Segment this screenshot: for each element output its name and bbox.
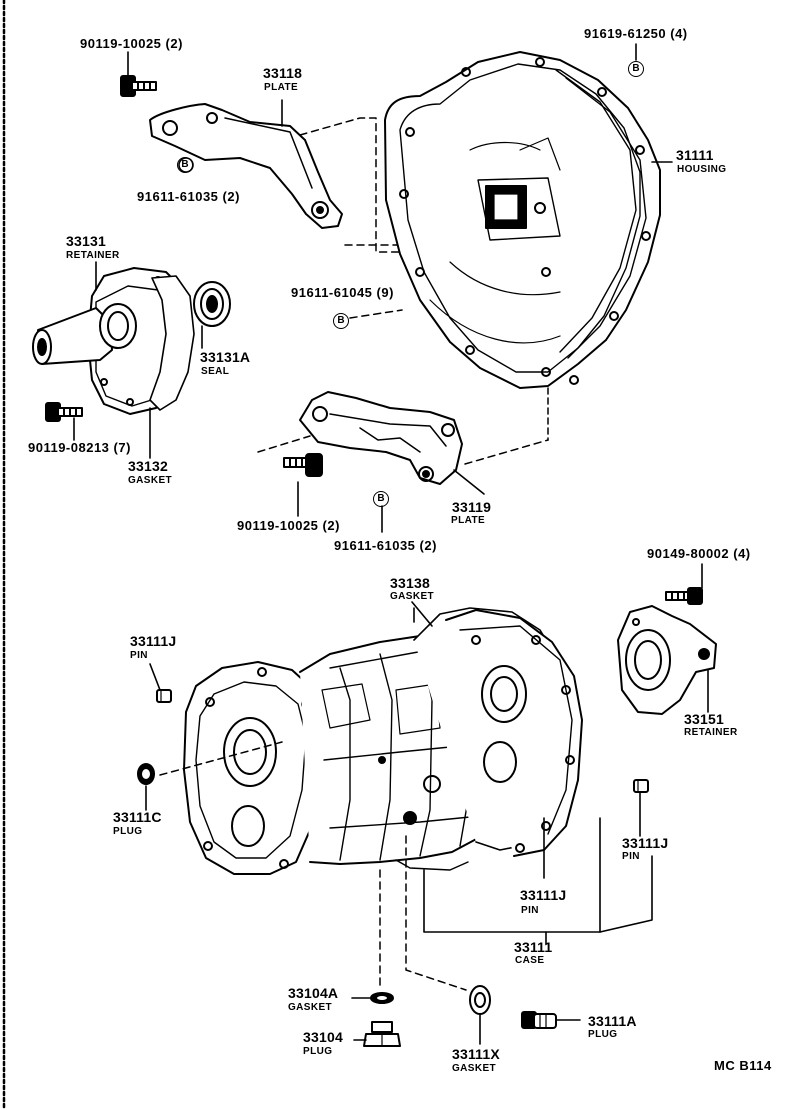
label-90119-10025-mid: 90119-10025 (2): [237, 518, 340, 533]
figure-code: MC B114: [714, 1058, 772, 1073]
label-91619-61250: 91619-61250 (4): [584, 26, 688, 41]
oil-seal-33131A-icon: [193, 281, 231, 327]
label-33111X: 33111X: [452, 1046, 500, 1062]
label-gasket-33104A: GASKET: [288, 1002, 333, 1013]
label-33111C: 33111C: [113, 809, 162, 825]
label-90149-80002: 90149-80002 (4): [647, 546, 751, 561]
label-plate-33119: PLATE: [451, 515, 486, 526]
label-33111A: 33111A: [588, 1013, 637, 1029]
dowel-pin-33111J-icon: [633, 779, 649, 793]
washer-b-mark: B: [333, 313, 349, 329]
label-90119-10025-top: 90119-10025 (2): [80, 36, 183, 51]
alignment-lines: [159, 741, 467, 991]
label-91611-61035-top: 91611-61035 (2): [137, 189, 240, 204]
label-33118: 33118: [263, 65, 303, 81]
label-33111J-left: 33111J: [130, 633, 177, 649]
label-plug-33111C: PLUG: [113, 826, 143, 837]
label-gasket-33138: GASKET: [390, 591, 435, 602]
label-pin-mid: PIN: [521, 905, 539, 916]
dowel-pin-33111J-icon: [156, 689, 172, 703]
bolt-90149-80002-icon: [665, 587, 703, 605]
plug-33111A-icon: [521, 1011, 557, 1029]
label-seal: SEAL: [201, 366, 230, 377]
label-31111: 31111: [676, 147, 714, 163]
bolt-90119-10025-top-icon: [120, 75, 157, 97]
label-33119: 33119: [452, 499, 492, 515]
plate-33118-icon: [149, 103, 343, 229]
label-case: CASE: [515, 955, 545, 966]
label-91611-61045: 91611-61045 (9): [291, 285, 394, 300]
plug-33111C-icon: [137, 763, 155, 785]
label-33131A: 33131A: [200, 349, 251, 365]
bolt-b-mark: B: [628, 61, 644, 77]
label-housing: HOUSING: [677, 164, 727, 175]
leader: [149, 663, 161, 691]
washer-b-mark: B: [373, 491, 389, 507]
label-33104: 33104: [303, 1029, 343, 1045]
clutch-housing-31111-icon: [384, 51, 661, 389]
label-33151: 33151: [684, 711, 724, 727]
label-90119-08213: 90119-08213 (7): [28, 440, 131, 455]
label-91611-61035-mid: 91611-61035 (2): [334, 538, 437, 553]
leader: [453, 469, 485, 495]
washer-b-mark: B: [177, 157, 193, 173]
label-33138: 33138: [390, 575, 430, 591]
label-pin-right: PIN: [622, 851, 640, 862]
label-plate-33118: PLATE: [264, 82, 299, 93]
alignment-lines: [299, 117, 413, 319]
label-pin-left: PIN: [130, 650, 148, 661]
bolt-90119-08213-icon: [45, 402, 83, 422]
label-33132: 33132: [128, 458, 168, 474]
label-33111J-mid: 33111J: [520, 887, 567, 903]
leader: [411, 601, 433, 627]
label-33131: 33131: [66, 233, 106, 249]
bolt-90119-10025-mid-icon: [283, 453, 323, 477]
label-gasket-33132: GASKET: [128, 475, 173, 486]
gasket-33111X-icon: [469, 985, 491, 1015]
case-leader-bracket: [413, 607, 653, 945]
label-33104A: 33104A: [288, 985, 339, 1001]
label-plug-33111A: PLUG: [588, 1029, 618, 1040]
label-33111J-right: 33111J: [622, 835, 669, 851]
label-33111-case: 33111: [514, 939, 553, 955]
label-retainer-33151: RETAINER: [684, 727, 738, 738]
gasket-33132-icon: [149, 275, 195, 411]
plug-33104-icon: [363, 1021, 401, 1047]
label-plug-33104: PLUG: [303, 1046, 333, 1057]
label-gasket-33111X: GASKET: [452, 1063, 497, 1074]
label-retainer-33131: RETAINER: [66, 250, 120, 261]
extension-retainer-33151-icon: [617, 605, 717, 715]
plate-33119-icon: [299, 391, 463, 485]
gasket-33104A-icon: [370, 992, 394, 1004]
transmission-case-33111-icon: [183, 607, 583, 875]
alignment-lines: [257, 435, 549, 465]
